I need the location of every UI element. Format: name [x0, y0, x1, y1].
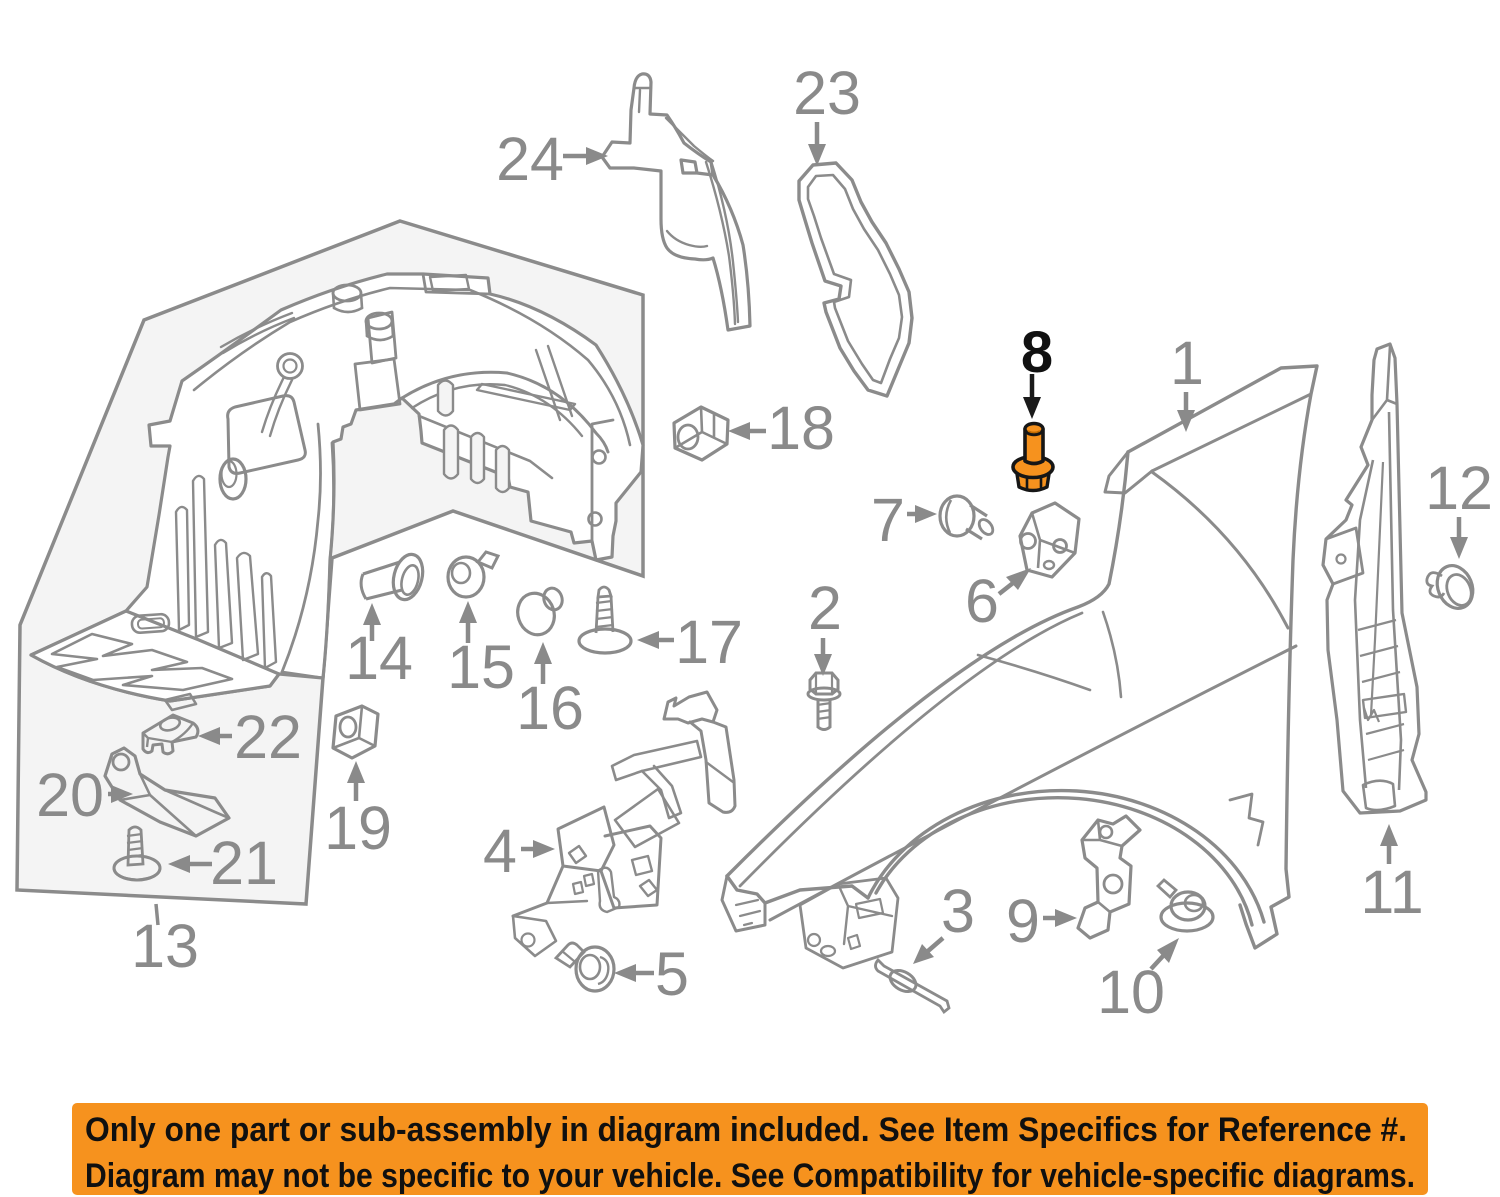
svg-text:20: 20 [36, 761, 104, 829]
svg-text:9: 9 [1006, 887, 1040, 955]
svg-text:16: 16 [516, 674, 584, 742]
svg-text:15: 15 [447, 633, 515, 701]
svg-text:12: 12 [1425, 454, 1493, 522]
svg-text:22: 22 [234, 703, 302, 771]
svg-text:7: 7 [871, 486, 905, 554]
svg-text:Diagram may not be specific to: Diagram may not be specific to your vehi… [85, 1157, 1415, 1195]
svg-text:24: 24 [496, 125, 564, 193]
svg-text:18: 18 [767, 394, 835, 462]
svg-text:10: 10 [1097, 958, 1165, 1026]
svg-text:2: 2 [808, 574, 842, 642]
svg-text:8: 8 [1021, 320, 1053, 385]
svg-text:23: 23 [793, 59, 861, 127]
svg-text:21: 21 [210, 829, 278, 897]
svg-text:14: 14 [345, 624, 413, 692]
svg-text:17: 17 [675, 608, 743, 676]
svg-text:4: 4 [483, 817, 517, 885]
svg-text:Only one part or sub-assembly: Only one part or sub-assembly in diagram… [85, 1111, 1407, 1149]
svg-text:6: 6 [965, 567, 999, 635]
svg-text:5: 5 [655, 940, 689, 1008]
svg-text:3: 3 [941, 877, 975, 945]
svg-text:19: 19 [324, 794, 392, 862]
svg-text:13: 13 [131, 912, 199, 980]
svg-text:1: 1 [1170, 329, 1204, 397]
svg-text:11: 11 [1360, 858, 1423, 926]
